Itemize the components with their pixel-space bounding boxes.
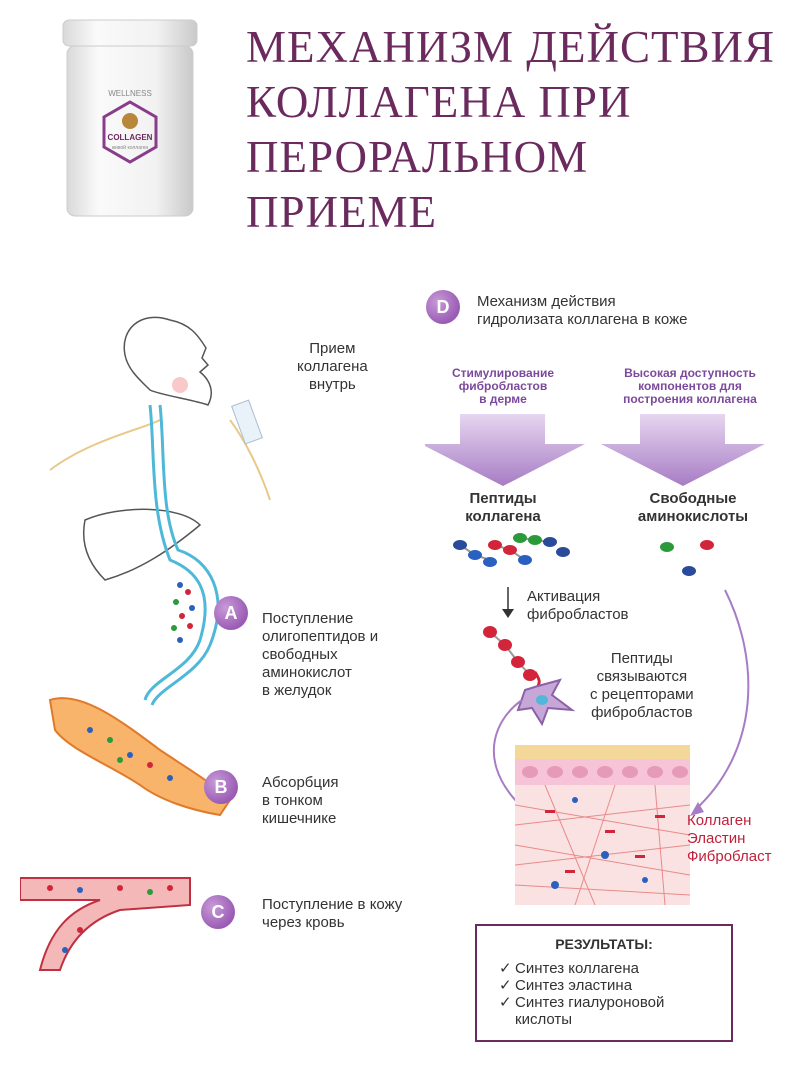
digestive-illustration: [49, 316, 271, 706]
result-text: Синтез эластина: [515, 977, 633, 994]
page-title: Механизм действия коллагена при перораль…: [246, 20, 806, 240]
step-b-line: в тонком: [262, 792, 323, 809]
step-a-line: аминокислот: [262, 664, 352, 681]
result-item: ✓Синтез гиалуроновой: [499, 994, 664, 1011]
peptides-head-line: Пептиды: [469, 490, 537, 507]
skin-cross-section: [515, 745, 690, 905]
col2-top-line: построения коллагена: [623, 392, 757, 406]
arrow-col1: [425, 414, 585, 486]
mechanism-heading-line: гидролизата коллагена в коже: [477, 311, 688, 328]
activation-arrow: [502, 587, 514, 618]
result-text: Синтез коллагена: [515, 960, 639, 977]
title-line-4: приеме: [246, 187, 438, 237]
intake-label-line: Прием: [309, 340, 356, 357]
result-item: кислоты: [499, 1011, 664, 1028]
col2-top-label: Высокая доступность компонентов для пост…: [600, 367, 780, 406]
col1-top-line: Стимулирование: [451, 366, 554, 380]
jar-name: COLLAGEN: [108, 133, 153, 142]
mechanism-heading: Механизм действия гидролизата коллагена …: [477, 293, 687, 329]
intake-label: Прием коллагена внутрь: [297, 340, 368, 394]
col1-top-line: в дерме: [479, 392, 527, 406]
jar-subtitle: живой коллаген: [112, 144, 149, 151]
intake-label-line: коллагена: [297, 358, 368, 375]
mechanism-heading-line: Механизм действия: [477, 293, 616, 310]
result-item: ✓Синтез коллагена: [499, 960, 664, 977]
intake-label-line: внутрь: [308, 376, 356, 393]
activation-line: Активация: [527, 588, 601, 605]
jar-brand: WELLNESS: [108, 89, 152, 98]
step-b-line: Абсорбция: [262, 774, 339, 791]
badge-b: B: [204, 770, 238, 804]
badge-c: C: [201, 895, 235, 929]
down-arrows: [425, 414, 765, 486]
peptides-head-line: коллагена: [465, 508, 541, 525]
results-list: ✓Синтез коллагена ✓Синтез эластина ✓Синт…: [499, 960, 664, 1028]
col2-top-line: Высокая доступность: [624, 366, 756, 380]
activation-label: Активация фибробластов: [527, 588, 629, 624]
peptides-head: Пептиды коллагена: [443, 490, 563, 526]
skin-legend: Коллаген Эластин Фибробласт: [687, 812, 771, 866]
binding-label: Пептиды связываются с рецепторами фиброб…: [590, 650, 694, 722]
peptide-molecules: [453, 533, 570, 567]
amino-flow-arrow: [694, 589, 750, 811]
binding-line: связываются: [596, 668, 688, 685]
step-a-line: Поступление: [262, 610, 354, 627]
arrow-col2: [601, 414, 765, 486]
step-b-line: кишечнике: [262, 810, 337, 827]
binding-line: фибробластов: [591, 704, 693, 721]
amino-head-line: аминокислоты: [637, 508, 749, 525]
badge-a: A: [214, 596, 248, 630]
binding-line: Пептиды: [610, 650, 673, 667]
step-c-line: Поступление в кожу: [262, 896, 403, 913]
col1-top-line: фибробластов: [458, 379, 548, 393]
title-line-1: Механизм действия: [246, 22, 776, 72]
result-text: кислоты: [515, 1011, 573, 1028]
col2-top-line: компонентов для: [638, 379, 742, 393]
product-jar: WELLNESS COLLAGEN живой коллаген: [62, 19, 198, 217]
legend-elastin: Эластин: [687, 830, 746, 847]
badge-d: D: [426, 290, 460, 324]
step-a-line: в желудок: [262, 682, 332, 699]
results-box: РЕЗУЛЬТАТЫ: ✓Синтез коллагена ✓Синтез эл…: [475, 924, 733, 1042]
intestine-illustration: [48, 697, 232, 817]
title-line-2: коллагена при: [246, 77, 632, 127]
amino-head: Свободные аминокислоты: [618, 490, 768, 526]
step-c-text: Поступление в кожу через кровь: [262, 896, 402, 932]
legend-collagen: Коллаген: [687, 812, 752, 829]
fibroblast-receptor: [483, 626, 576, 727]
results-title: РЕЗУЛЬТАТЫ:: [555, 936, 653, 952]
col1-top-label: Стимулирование фибробластов в дерме: [428, 367, 578, 406]
blood-vessel-illustration: [20, 877, 191, 971]
step-a-text: Поступление олигопептидов и свободных ам…: [262, 610, 378, 700]
title-line-3: пероральном: [246, 132, 589, 182]
step-b-text: Абсорбция в тонком кишечнике: [262, 774, 338, 828]
activation-line: фибробластов: [527, 606, 629, 623]
check-icon: ✓: [499, 994, 512, 1011]
result-text: Синтез гиалуроновой: [515, 994, 665, 1011]
step-c-line: через кровь: [262, 914, 345, 931]
check-icon: ✓: [499, 977, 512, 994]
amino-acid-molecules: [660, 540, 714, 576]
binding-line: с рецепторами: [590, 686, 694, 703]
legend-fibroblast: Фибробласт: [687, 848, 772, 865]
amino-head-line: Свободные: [649, 490, 737, 507]
result-item: ✓Синтез эластина: [499, 977, 664, 994]
step-a-line: олигопептидов и: [262, 628, 379, 645]
check-icon: ✓: [499, 960, 512, 977]
step-a-line: свободных: [262, 646, 338, 663]
